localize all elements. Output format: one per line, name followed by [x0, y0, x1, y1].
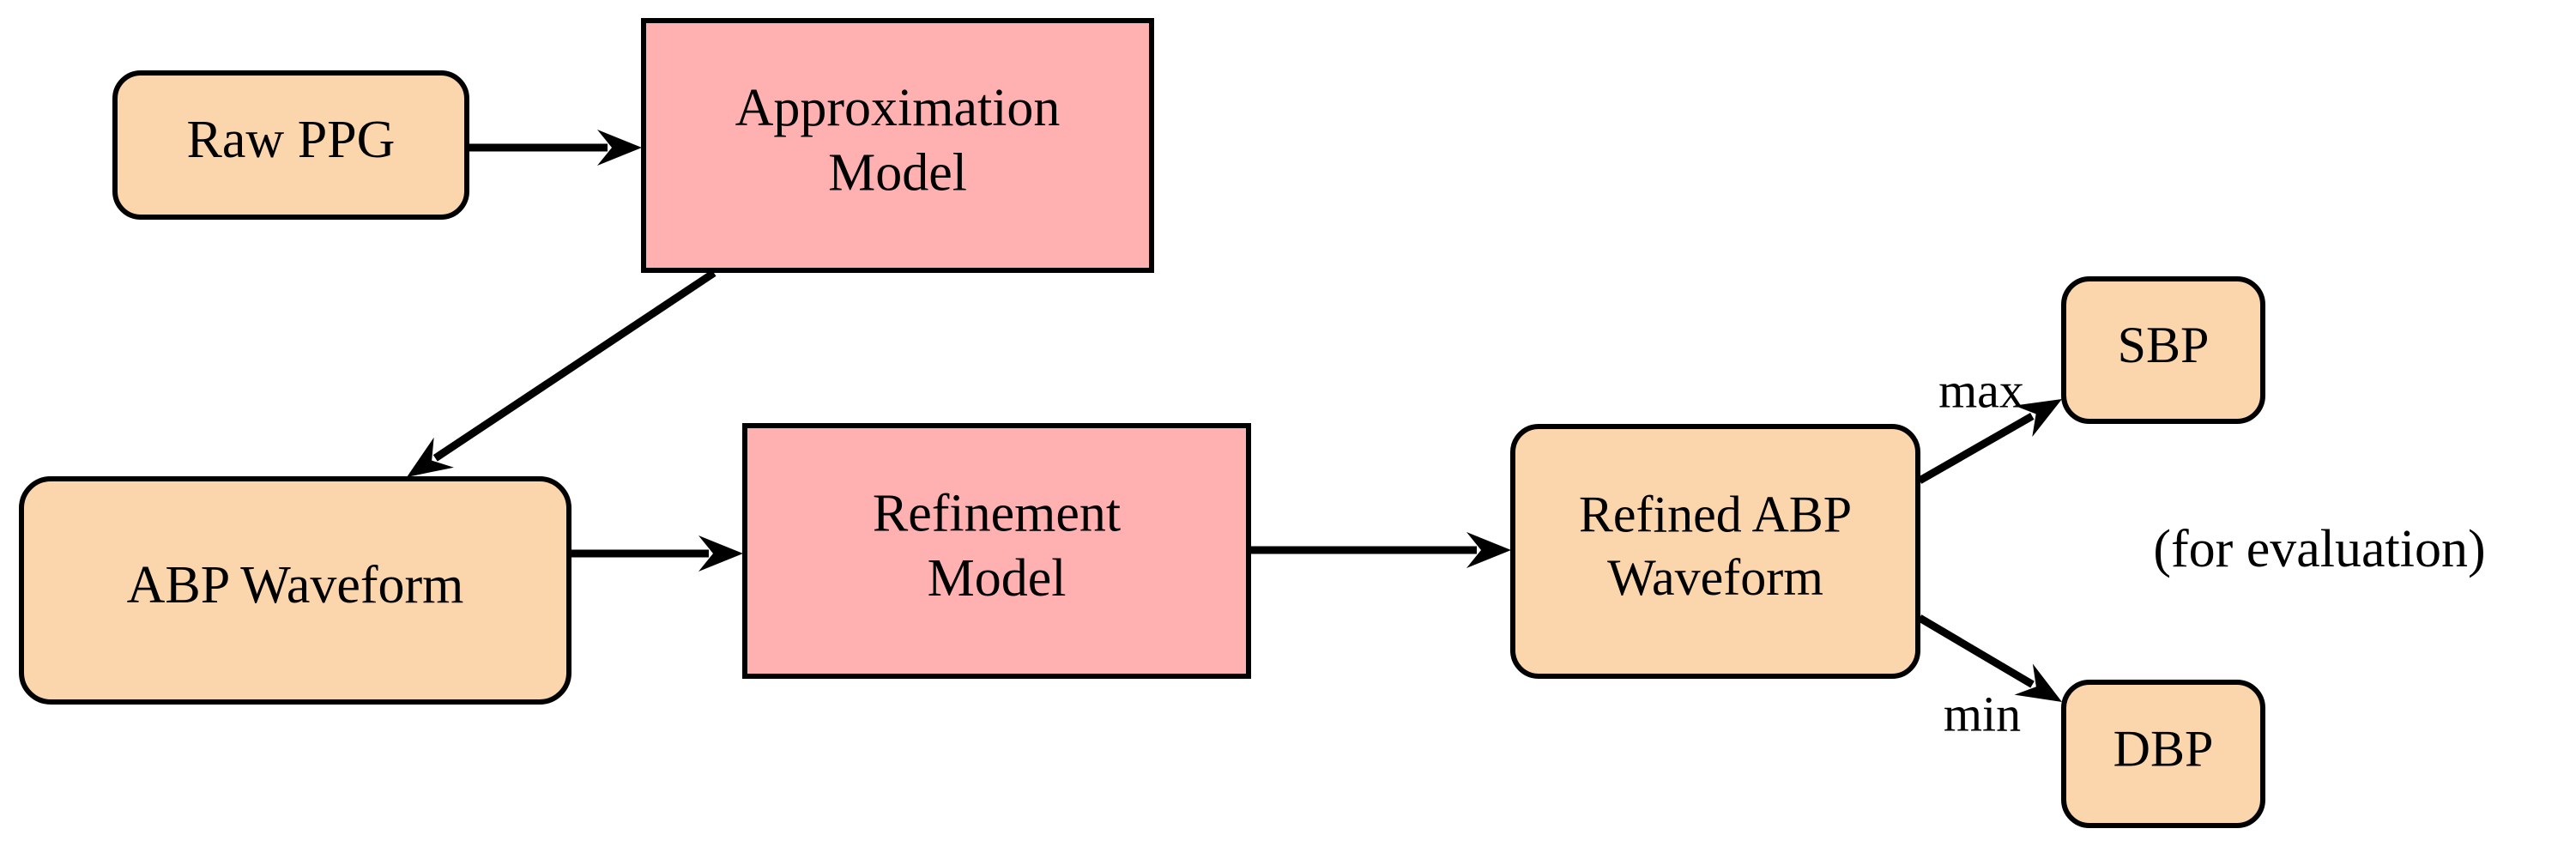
- edge-refined-abp-waveform-to-sbp: [1917, 399, 2062, 484]
- node-shape-refinement-model[interactable]: [742, 423, 1251, 679]
- label-min: min: [1944, 686, 2021, 741]
- node-abp-waveform[interactable]: ABP Waveform: [19, 476, 571, 705]
- arrow-head-icon: [407, 437, 454, 477]
- node-label-raw-ppg: Raw PPG: [187, 111, 396, 169]
- node-shape-refined-abp-waveform[interactable]: [1510, 424, 1920, 679]
- arrow-head-icon: [1466, 532, 1511, 568]
- arrow-head-icon: [597, 130, 642, 166]
- annotations-layer: (for evaluation): [2153, 520, 2485, 578]
- node-shape-dbp[interactable]: [2061, 680, 2265, 828]
- node-label-refined-abp-waveform: Refined ABP: [1579, 487, 1852, 543]
- edge-refinement-model-to-refined-abp-waveform: [1250, 532, 1511, 568]
- edge-refined-abp-waveform-to-dbp: [1917, 614, 2062, 702]
- arrow-head-icon: [2014, 663, 2062, 702]
- node-label-approximation-model: Approximation: [735, 79, 1061, 137]
- arrow-head-icon: [2014, 399, 2062, 438]
- node-shape-sbp[interactable]: [2061, 276, 2265, 424]
- edge-labels-layer: max min: [1938, 362, 2024, 741]
- node-label-refinement-model: Model: [928, 549, 1067, 608]
- node-sbp[interactable]: SBP: [2061, 276, 2265, 424]
- edges-layer: [407, 130, 2062, 702]
- edge-approximation-model-to-abp-waveform: [407, 269, 717, 477]
- arrow-head-icon: [698, 535, 743, 572]
- node-shape-approximation-model[interactable]: [641, 18, 1154, 273]
- node-shape-raw-ppg[interactable]: [112, 70, 469, 220]
- edge-raw-ppg-to-approximation-model: [468, 130, 642, 166]
- edge-line: [1917, 412, 2035, 484]
- edge-line: [1917, 614, 2035, 688]
- node-raw-ppg[interactable]: Raw PPG: [112, 70, 469, 220]
- node-shape-abp-waveform[interactable]: [19, 476, 571, 705]
- node-label-approximation-model: Model: [828, 144, 967, 203]
- node-dbp[interactable]: DBP: [2061, 680, 2265, 828]
- label-max: max: [1938, 362, 2024, 418]
- node-label-dbp: DBP: [2113, 720, 2214, 777]
- node-label-refined-abp-waveform: Waveform: [1607, 549, 1823, 606]
- annotation-for-evaluation: (for evaluation): [2153, 520, 2485, 578]
- edge-line: [432, 269, 717, 462]
- node-label-refinement-model: Refinement: [873, 484, 1121, 542]
- edge-abp-waveform-to-refinement-model: [571, 535, 743, 572]
- node-label-abp-waveform: ABP Waveform: [127, 556, 464, 614]
- node-label-sbp: SBP: [2118, 317, 2210, 373]
- node-refined-abp-waveform[interactable]: Refined ABP Waveform: [1510, 424, 1920, 679]
